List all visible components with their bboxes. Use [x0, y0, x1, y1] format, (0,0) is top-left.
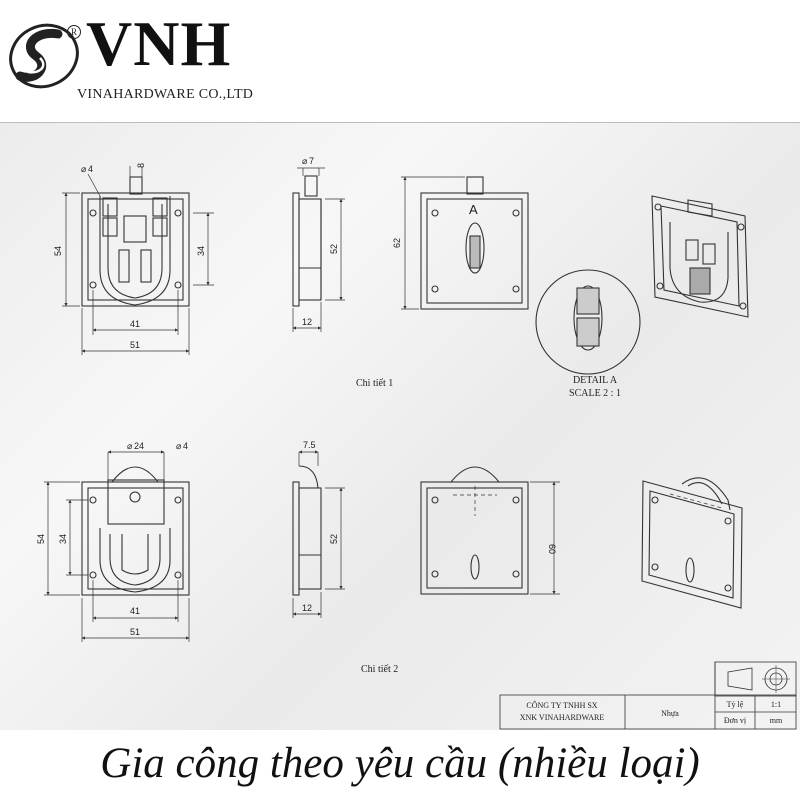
title-block-company-line1: CÔNG TY TNHH SX [526, 700, 597, 710]
title-block-scale-label: Tỷ lệ [727, 700, 744, 709]
registered-mark: R [71, 27, 77, 37]
title-block-material: Nhựa [661, 709, 679, 718]
detail1-side-view [292, 167, 345, 332]
detail2-front-hole-span-label: 34 [58, 534, 68, 544]
detail1-front-height-label: 54 [53, 246, 63, 256]
title-block [499, 661, 797, 730]
detail-a-scale: SCALE 2 : 1 [569, 388, 621, 399]
detail2-front-roller-dia-label: 24 [134, 441, 144, 451]
detail2-front-view [44, 450, 190, 642]
detail1-side-thickness-label: 12 [302, 317, 312, 327]
detail1-front-dia-label: 4 [88, 164, 93, 174]
detail1-side-height-label: 52 [329, 244, 339, 254]
detail1-front-inner-width-label: 41 [130, 319, 140, 329]
caption: Gia công theo yêu cầu (nhiều loại) [100, 740, 700, 787]
detail1-side-dia-label: 7 [309, 156, 314, 166]
header: R VNH VINAHARDWARE CO.,LTD [0, 0, 800, 122]
detail2-label: Chi tiết 2 [361, 664, 398, 675]
detail1-front-hole-span-label: 34 [196, 246, 206, 256]
detail2-side-view [292, 450, 345, 618]
detail1-back-height-label: 62 [392, 238, 402, 248]
detail1-label: Chi tiết 1 [356, 378, 393, 389]
detail2-side-offset-label: 7.5 [303, 440, 316, 450]
detail2-back-height-label: 60 [547, 544, 557, 554]
detail2-back-view [420, 466, 560, 595]
detail2-front-width-label: 51 [130, 627, 140, 637]
detail1-front-width-label: 51 [130, 340, 140, 350]
diameter-icon: ⌀ [127, 441, 133, 451]
vnh-swirl-logo-icon [9, 23, 79, 89]
diameter-icon: ⌀ [302, 156, 308, 166]
detail2-front-hole-dia-label: 4 [183, 441, 188, 451]
header-divider [0, 122, 800, 123]
detail2-side-height-label: 52 [329, 534, 339, 544]
technical-drawing: 4 ⌀ 8 54 34 41 51 ⌀ 7 52 12 62 A Chi tiế… [36, 156, 797, 730]
detail2-side-thickness-label: 12 [302, 603, 312, 613]
detail1-back-view-label: A [469, 202, 478, 217]
footer [0, 730, 800, 800]
detail1-back-view [401, 176, 529, 310]
detail2-iso-view [641, 477, 743, 609]
brand-name: VNH [86, 8, 232, 79]
detail2-front-height-label: 54 [36, 534, 46, 544]
company-name: VINAHARDWARE CO.,LTD [77, 87, 254, 102]
detail1-front-view [62, 166, 214, 355]
title-block-company-line2: XNK VINAHARDWARE [520, 713, 605, 722]
diameter-icon: ⌀ [81, 164, 87, 174]
diameter-icon: ⌀ [176, 441, 182, 451]
detail-a-title: DETAIL A [573, 375, 618, 386]
detail1-front-top-label: 8 [136, 163, 146, 168]
title-block-unit-value: mm [770, 716, 783, 725]
detail2-front-inner-width-label: 41 [130, 606, 140, 616]
title-block-unit-label: Đơn vị [724, 716, 747, 725]
detail-a-view [535, 269, 641, 375]
detail1-iso-view [651, 195, 749, 318]
registered-mark-icon: R [67, 25, 81, 39]
title-block-scale-value: 1:1 [771, 700, 781, 709]
